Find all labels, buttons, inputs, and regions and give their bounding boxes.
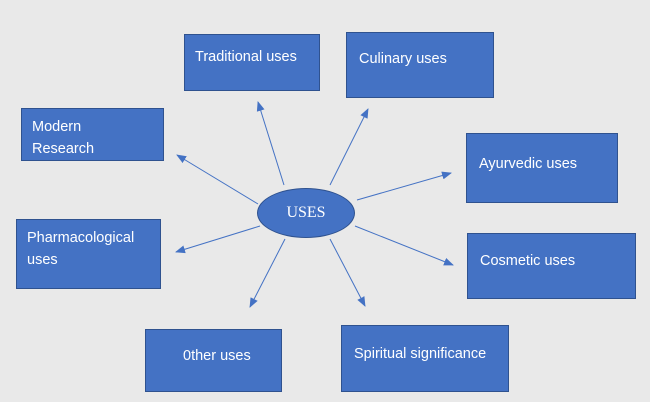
cosmetic-uses-label: Cosmetic uses <box>480 253 576 269</box>
ayurvedic-uses-label: Ayurvedic uses <box>479 156 578 172</box>
pharmacological-uses-label: Pharmacological uses <box>27 230 135 268</box>
culinary-uses-box: Culinary uses <box>346 32 494 98</box>
spiritual-significance-label: Spiritual significance <box>354 346 487 362</box>
arrow-to-spiritual <box>329 238 366 307</box>
arrow-to-traditional <box>256 101 285 186</box>
arrow-to-ayurvedic <box>356 171 452 201</box>
modern-research-label: Modern Research <box>32 119 95 157</box>
arrow-to-pharmacological <box>175 225 261 254</box>
arrow-to-other <box>249 238 286 308</box>
ayurvedic-uses-box: Ayurvedic uses <box>466 133 618 203</box>
arrow-to-cosmetic <box>354 225 454 266</box>
arrow-to-modern <box>176 154 259 205</box>
culinary-uses-label: Culinary uses <box>359 51 447 67</box>
traditional-uses-label: Traditional uses <box>195 49 297 65</box>
other-uses-box: 0ther uses <box>145 329 282 392</box>
center-label: USES <box>286 204 326 221</box>
modern-research-box: Modern Research <box>21 108 164 161</box>
traditional-uses-box: Traditional uses <box>184 34 320 91</box>
cosmetic-uses-box: Cosmetic uses <box>467 233 636 299</box>
other-uses-label: 0ther uses <box>183 348 251 364</box>
uses-center-ellipse: USES <box>257 188 355 238</box>
arrow-to-culinary <box>329 108 369 186</box>
spiritual-significance-box: Spiritual significance <box>341 325 509 392</box>
pharmacological-uses-box: Pharmacological uses <box>16 219 161 289</box>
